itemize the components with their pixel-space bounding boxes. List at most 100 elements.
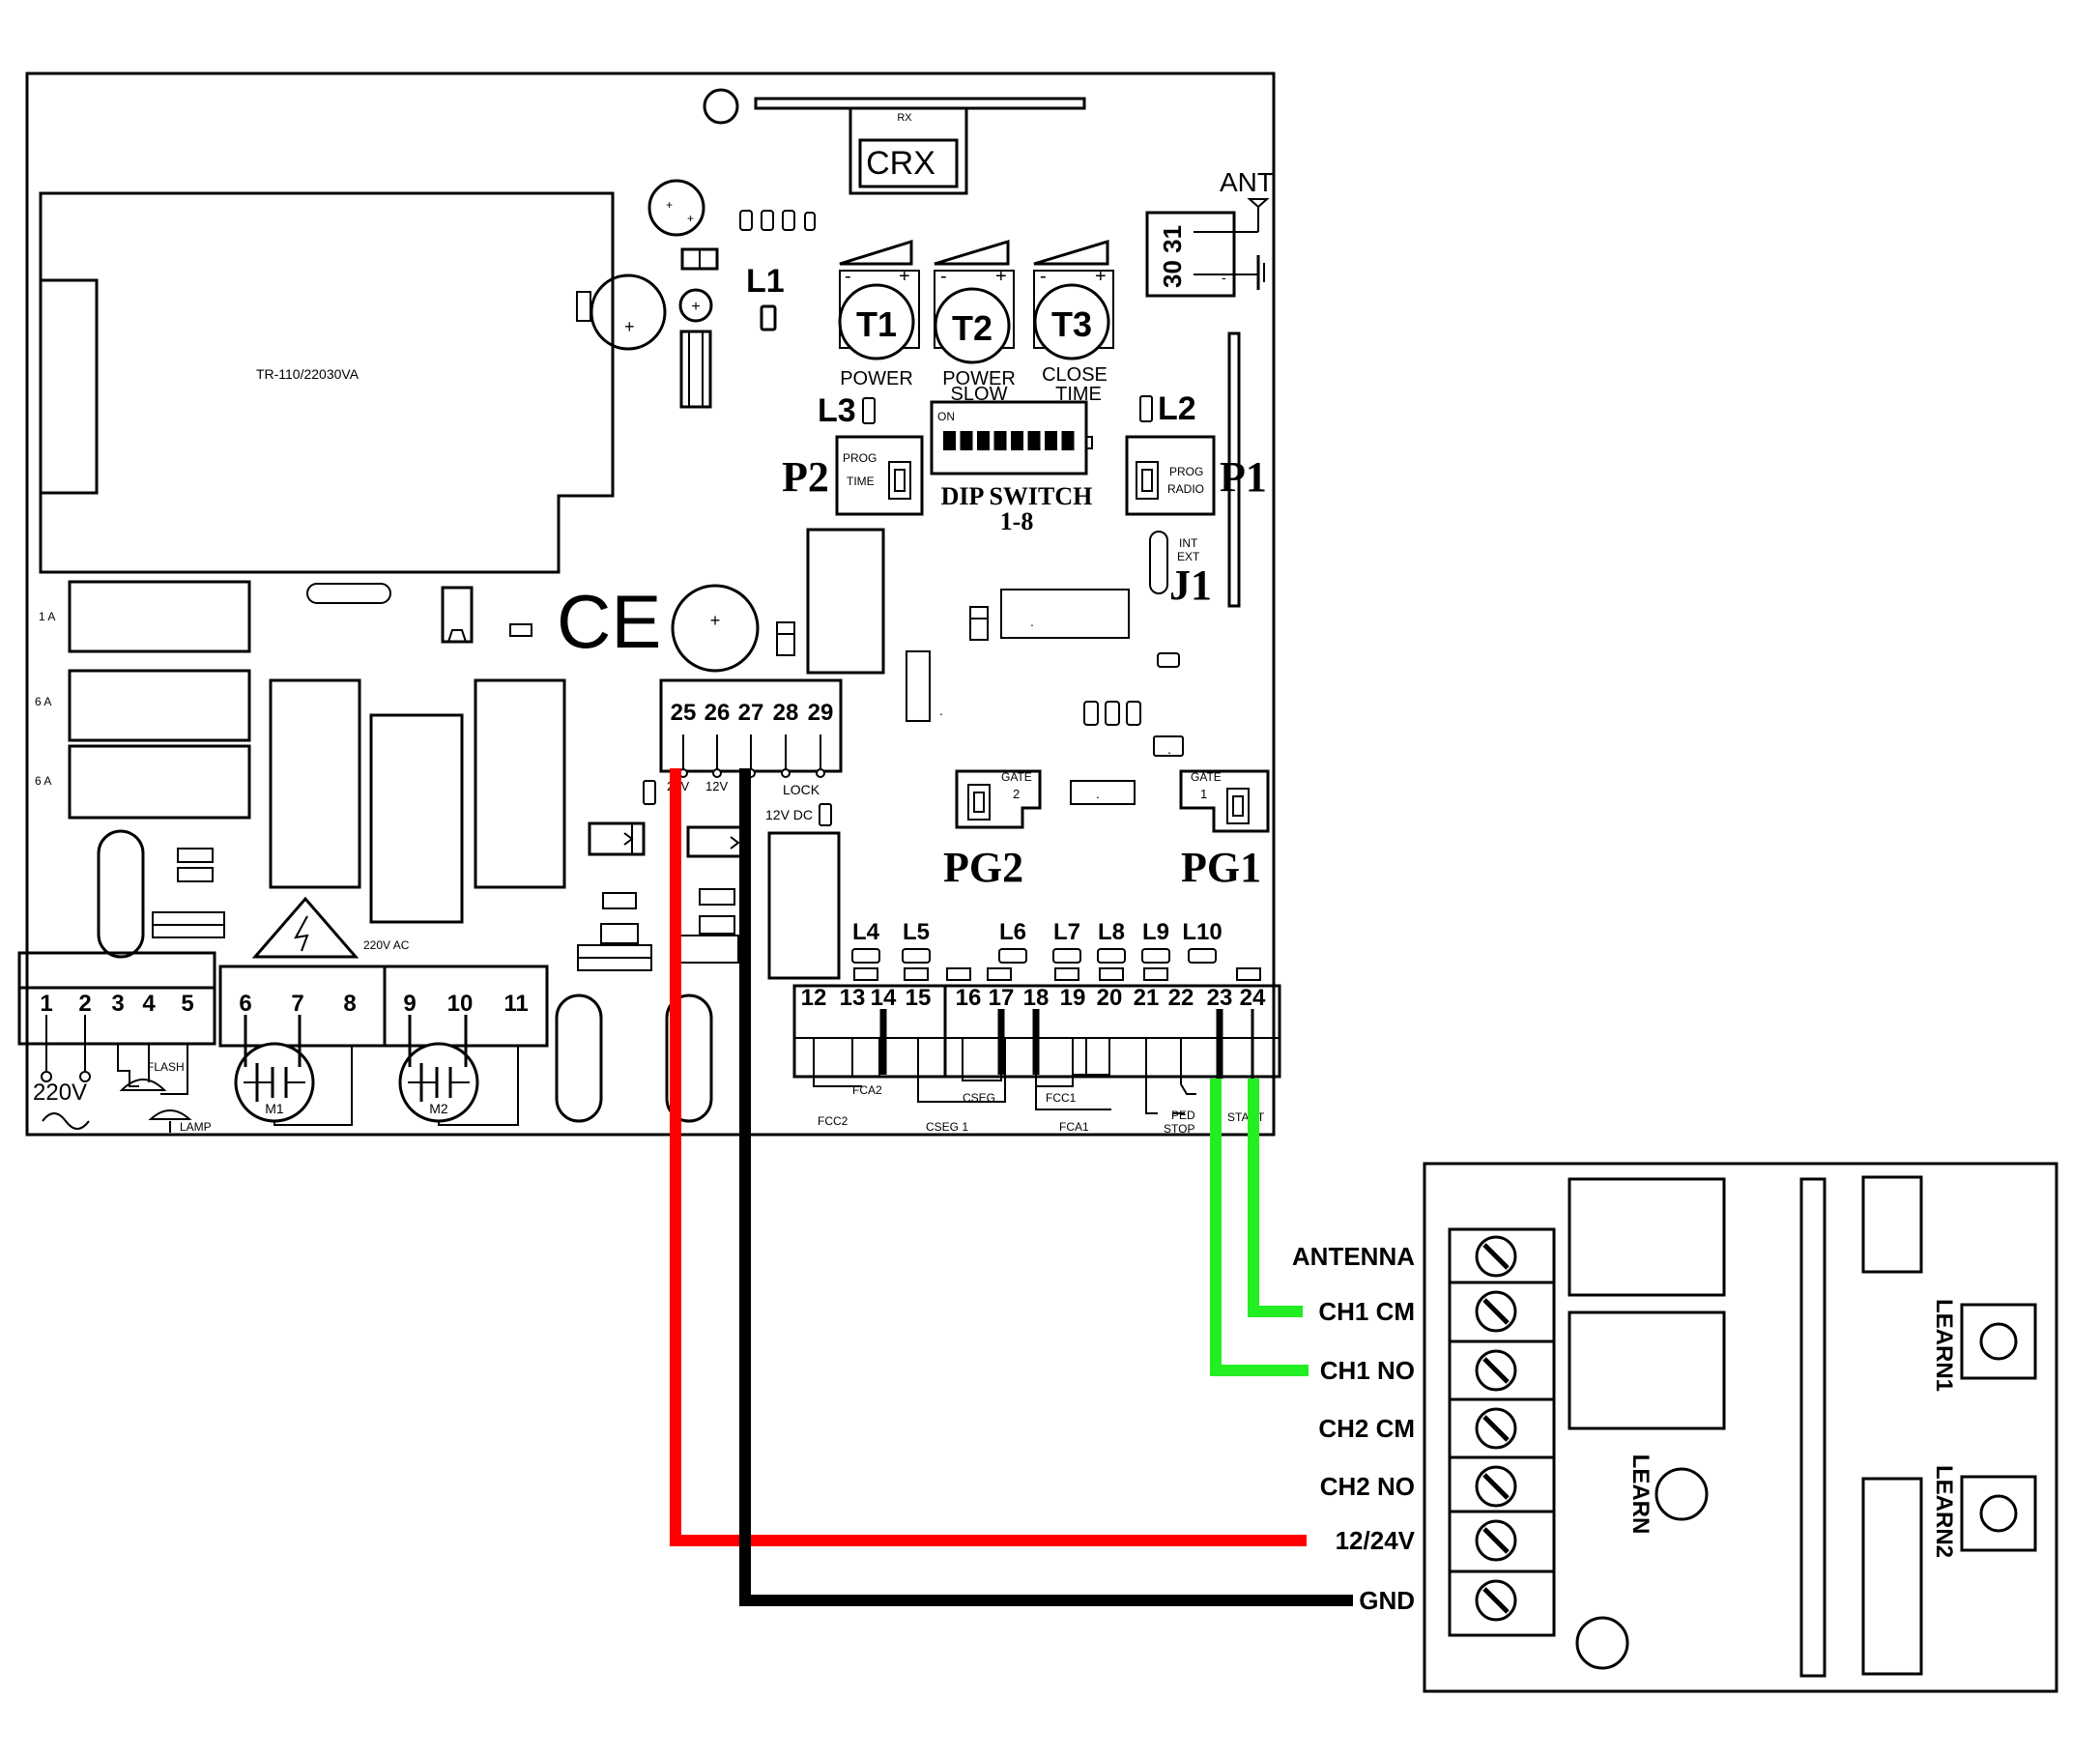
terminal-point: [781, 768, 791, 778]
receiver-terminal-12-24v: 12/24V: [1336, 1526, 1416, 1555]
dip-switch: ON DIP SWITCH 1-8: [930, 400, 1093, 535]
svg-text:29: 29: [808, 700, 834, 726]
dip-key: [977, 431, 990, 450]
svg-text:ON: ON: [937, 410, 955, 423]
svg-text:-: -: [845, 266, 851, 287]
svg-text:START: START: [1227, 1110, 1265, 1124]
svg-text:.: .: [1030, 614, 1034, 629]
svg-text:STOP: STOP: [1164, 1122, 1194, 1136]
button-p2-label: P2: [782, 453, 829, 501]
input-terminal-12: 12: [801, 985, 827, 1011]
receiver-learn1-label: LEARN1: [1931, 1299, 1957, 1392]
svg-text:+: +: [899, 266, 910, 287]
button-p1: PROG RADIO P1: [1125, 435, 1267, 516]
learn2-button: LEARN2: [1931, 1465, 2037, 1558]
svg-text:.: .: [1096, 786, 1100, 801]
input-terminal-20: 20: [1097, 985, 1123, 1011]
gate-pg1: GATE 1 PG1: [1179, 769, 1270, 891]
power-terminal-3: 3: [111, 991, 124, 1017]
input-terminal-23: 23: [1207, 985, 1233, 1011]
input-terminal-22: 22: [1168, 985, 1194, 1011]
svg-text:FCA2: FCA2: [852, 1083, 882, 1097]
svg-text:LAMP: LAMP: [180, 1120, 212, 1134]
trimmer-t1-caption: POWER: [840, 368, 913, 389]
trimmer-t3-caption2: TIME: [1055, 384, 1102, 405]
svg-text:.: .: [939, 703, 943, 718]
dip-key: [1061, 431, 1075, 450]
input-terminal-16: 16: [956, 985, 982, 1011]
gate-pg2: GATE 2 PG2: [943, 769, 1042, 891]
wire-power-12-24v: [670, 768, 1307, 1546]
crx-label: CRX: [866, 145, 935, 182]
hv-label: 220V AC: [363, 938, 410, 952]
svg-text:2: 2: [1013, 787, 1020, 801]
dip-key: [993, 431, 1007, 450]
svg-text:EXT: EXT: [1177, 550, 1200, 563]
transformer: [39, 191, 615, 574]
svg-text:-: -: [940, 266, 947, 287]
svg-text:FLASH: FLASH: [147, 1060, 185, 1074]
gate-pg2-label: PG2: [943, 844, 1023, 891]
input-terminal-24: 24: [1240, 985, 1266, 1011]
led: [902, 948, 931, 964]
svg-text:PED: PED: [1171, 1109, 1195, 1122]
motor2-terminal-10: 10: [447, 991, 474, 1017]
wires: [670, 768, 1353, 1606]
wire-ch1-no: [1210, 1079, 1309, 1376]
svg-text:+: +: [995, 266, 1007, 287]
svg-text:PROG: PROG: [1169, 465, 1203, 478]
led: [1141, 948, 1170, 964]
jumper-j1-label: J1: [1169, 562, 1212, 609]
led-pad: [1099, 967, 1124, 981]
motor1-terminal-7: 7: [291, 991, 303, 1017]
svg-text:25: 25: [671, 700, 697, 726]
trimmer-t3-label: T3: [1051, 304, 1092, 344]
input-terminal-18: 18: [1023, 985, 1050, 1011]
svg-text:12V: 12V: [705, 779, 728, 793]
gate-pg1-label: PG1: [1181, 844, 1261, 891]
svg-text:CSEG: CSEG: [963, 1091, 995, 1105]
led-pad: [1236, 967, 1261, 981]
jumper-j1: INT EXT J1: [1149, 531, 1212, 609]
motor1-terminal-8: 8: [343, 991, 356, 1017]
svg-text:30 31: 30 31: [1158, 225, 1187, 288]
trimmer-t2-caption: POWER: [942, 368, 1016, 389]
svg-text:LOCK: LOCK: [783, 782, 820, 797]
receiver-terminal-ch2-cm: CH2 CM: [1318, 1414, 1415, 1443]
dip-key: [1011, 431, 1023, 450]
receiver-outline: [1423, 1162, 2058, 1693]
input-terminal-14: 14: [871, 985, 897, 1011]
input-terminal-17: 17: [989, 985, 1015, 1011]
v220-label: 220V: [33, 1080, 87, 1106]
screw-slot: [1482, 1298, 1510, 1325]
svg-text:RADIO: RADIO: [1167, 482, 1204, 496]
button-p2: PROG TIME P2: [782, 435, 924, 516]
ce-mark: CE: [557, 579, 661, 664]
screw-slot: [1482, 1357, 1510, 1384]
svg-text:+: +: [624, 317, 635, 336]
led: [998, 948, 1027, 964]
led-l3-label: L3: [818, 392, 856, 429]
receiver-learn2-label: LEARN2: [1931, 1465, 1957, 1558]
svg-text:+: +: [1095, 266, 1107, 287]
screw-slot: [1482, 1587, 1510, 1614]
led: [1052, 948, 1081, 964]
led-pad: [946, 967, 971, 981]
dip-switch-label: DIP SWITCH: [941, 482, 1093, 510]
svg-text:27: 27: [738, 700, 764, 726]
dip-key: [1027, 431, 1041, 450]
led-pad: [904, 967, 929, 981]
led-l8-label: L8: [1098, 919, 1125, 945]
motor-m1-label: M1: [265, 1101, 284, 1116]
svg-text:-: -: [1040, 266, 1047, 287]
input-terminal-21: 21: [1134, 985, 1160, 1011]
led-l6-label: L6: [999, 919, 1026, 945]
led-l9-label: L9: [1142, 919, 1169, 945]
screw-slot: [1482, 1527, 1510, 1554]
led: [1188, 948, 1217, 964]
